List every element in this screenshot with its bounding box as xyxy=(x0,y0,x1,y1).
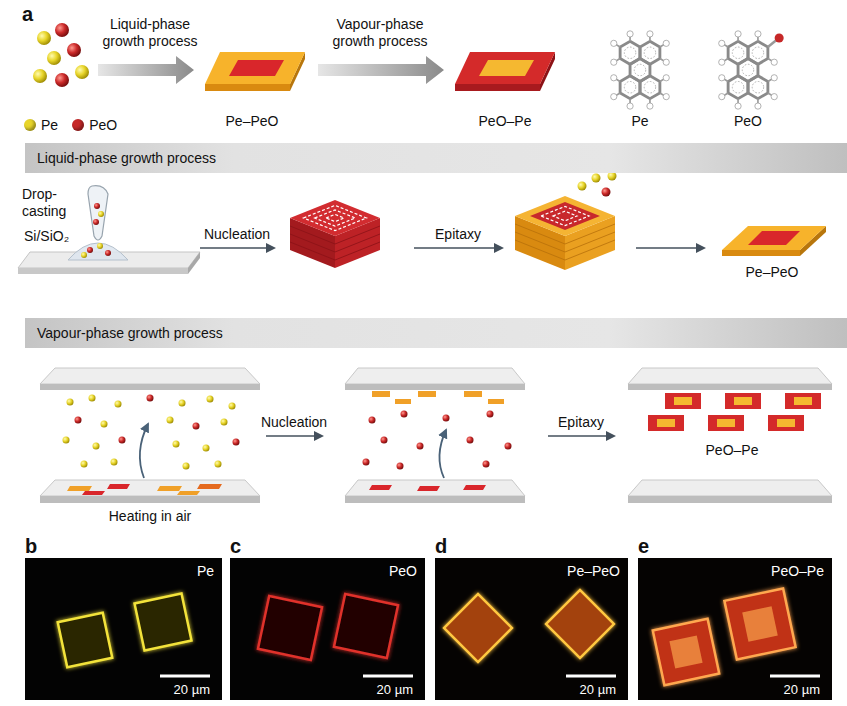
band-title: Vapour-phase growth process xyxy=(25,318,847,348)
step-label: Nucleation xyxy=(261,414,327,431)
panel-letter: d xyxy=(435,535,447,558)
crystal-label: PeO–Pe xyxy=(706,442,759,459)
substrate-label: Si/SiO₂ xyxy=(24,228,69,245)
scale-label: 20 µm xyxy=(174,682,210,697)
legend-text: PeO xyxy=(89,117,117,133)
molecule-label: PeO xyxy=(734,113,762,130)
section-band: Vapour-phase growth process xyxy=(25,318,847,348)
sample-tag: PeO–Pe xyxy=(771,563,824,579)
band-title: Liquid-phase growth process xyxy=(25,143,847,173)
micrograph-panel: bPe20 µm xyxy=(25,558,222,700)
micrograph-panel: cPeO20 µm xyxy=(230,558,425,700)
crystal-label: Pe–PeO xyxy=(226,113,279,130)
sample-tag: PeO xyxy=(389,563,417,579)
step-label: Nucleation xyxy=(204,226,270,243)
process-label: Vapour-phase growth process xyxy=(321,16,439,50)
step-label: Heating in air xyxy=(109,508,192,525)
micrograph-panel: ePeO–Pe20 µm xyxy=(638,558,832,700)
panel-letter: b xyxy=(25,535,37,558)
scale-label: 20 µm xyxy=(580,682,616,697)
sample-tag: Pe xyxy=(197,563,214,579)
legend-item: Pe xyxy=(24,117,58,133)
legend-item: PeO xyxy=(72,117,117,133)
panel-letter: a xyxy=(22,2,33,26)
step-label: Epitaxy xyxy=(558,414,604,431)
legend-swatch xyxy=(72,119,84,131)
crystal-label: Pe–PeO xyxy=(746,264,799,281)
micrograph-panel: dPe–PeO20 µm xyxy=(435,558,628,700)
crystal-label: PeO–Pe xyxy=(479,113,532,130)
step-label: Drop-casting xyxy=(22,186,80,220)
process-label: Liquid-phase growth process xyxy=(91,16,209,50)
legend-text: Pe xyxy=(41,117,58,133)
sample-tag: Pe–PeO xyxy=(567,563,620,579)
scale-label: 20 µm xyxy=(377,682,413,697)
panel-letter: c xyxy=(230,535,241,558)
section-band: Liquid-phase growth process xyxy=(25,143,847,173)
legend: Pe PeO xyxy=(24,117,131,133)
legend-swatch xyxy=(24,119,36,131)
scale-label: 20 µm xyxy=(784,682,820,697)
step-label: Epitaxy xyxy=(435,226,481,243)
panel-letter: e xyxy=(638,535,649,558)
molecule-label: Pe xyxy=(631,113,648,130)
